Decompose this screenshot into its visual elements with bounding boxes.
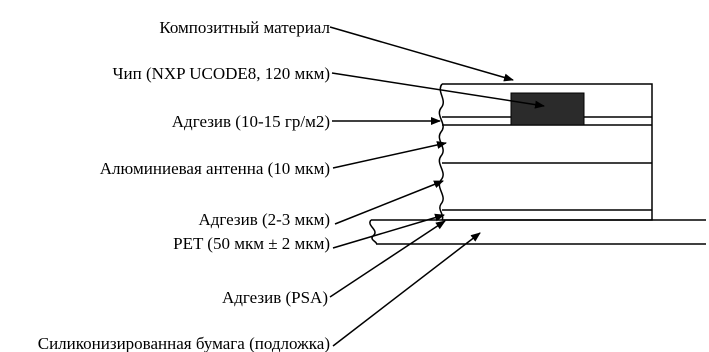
label-psa: Адгезив (PSA) xyxy=(222,288,328,307)
chip xyxy=(510,92,585,126)
arrow-antenna xyxy=(332,141,447,169)
label-antenna: Алюминиевая антенна (10 мкм) xyxy=(100,159,330,178)
label-adhesive-mid: Адгезив (2-3 мкм) xyxy=(198,210,330,229)
label-chip: Чип (NXP UCODE8, 120 мкм) xyxy=(112,64,330,83)
liner-layer xyxy=(369,219,706,245)
arrow-liner xyxy=(332,232,481,347)
label-adhesive-top: Адгезив (10-15 гр/м2) xyxy=(172,112,330,131)
arrow-adhesive-mid xyxy=(334,180,444,225)
arrow-composite xyxy=(329,26,514,82)
arrow-chip xyxy=(331,72,545,109)
liner-break xyxy=(369,219,378,245)
arrow-psa xyxy=(329,220,446,298)
label-liner: Силиконизированная бумага (подложка) xyxy=(38,334,330,352)
label-pet: PET (50 мкм ± 2 мкм) xyxy=(173,234,330,253)
arrow-pet xyxy=(332,213,445,249)
label-composite: Композитный материал xyxy=(159,18,330,37)
label-stack-break xyxy=(438,83,445,221)
leader-lines xyxy=(329,26,545,347)
